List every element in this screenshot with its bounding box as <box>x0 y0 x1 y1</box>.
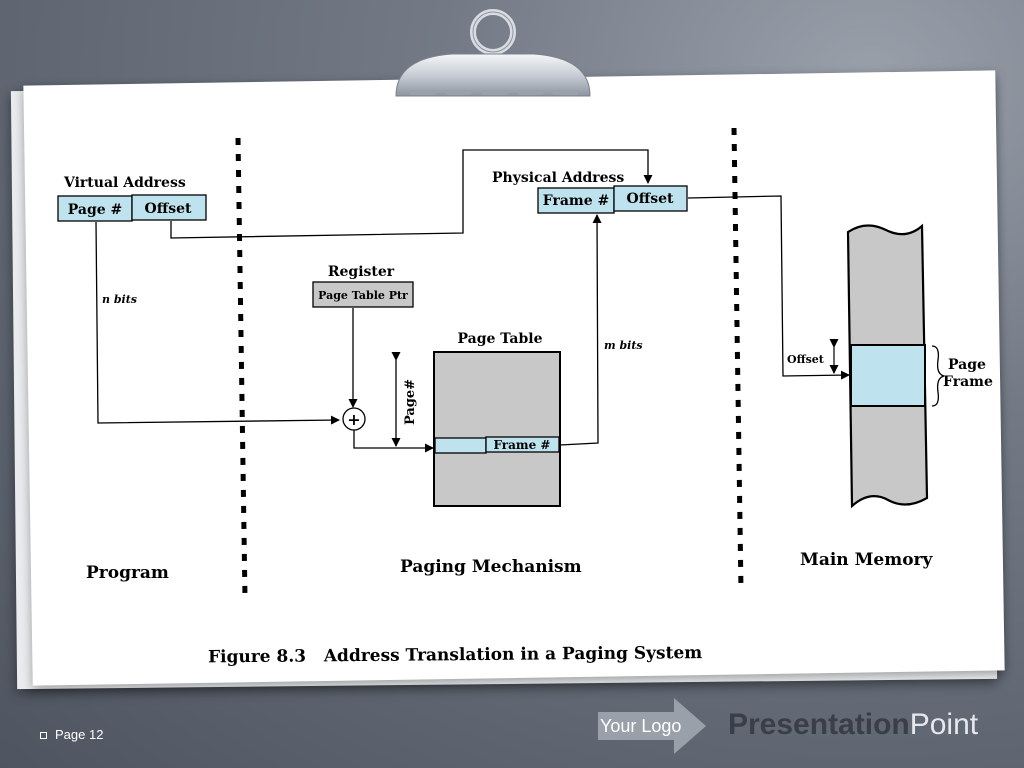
virtual-address-title: Virtual Address <box>63 175 186 191</box>
brand-bold: Presentation <box>728 708 910 741</box>
page-number-route-arrow <box>95 221 340 425</box>
physical-offset-box <box>613 185 688 212</box>
logo-arrow-icon <box>598 698 706 754</box>
page-number-text: Page 12 <box>55 727 104 742</box>
n-bits-label: n bits <box>102 293 137 306</box>
section-program: Program <box>86 563 169 583</box>
page-number: Page 12 <box>40 727 103 742</box>
bullet-icon <box>40 732 47 740</box>
virtual-offset-field: Offset <box>145 201 192 217</box>
page-index-label: Page# <box>403 379 418 425</box>
virtual-page-field: Page # <box>68 202 123 218</box>
register-field: Page Table Ptr <box>318 289 408 302</box>
frame-route-arrow <box>559 214 602 446</box>
memory-offset-label: Offset <box>787 353 825 366</box>
physical-frame-field: Frame # <box>543 193 609 209</box>
physical-to-memory-arrow <box>687 195 850 380</box>
figure-caption: Figure 8.3 Address Translation in a Pagi… <box>208 643 702 667</box>
page-frame-block <box>850 344 926 407</box>
adder-to-table-arrow <box>353 430 434 453</box>
physical-offset-field: Offset <box>627 191 674 207</box>
page-frame-label-line1: Page <box>948 357 986 373</box>
page-table-entry-right <box>485 436 560 453</box>
brand-wordmark: PresentationPoint <box>728 708 978 742</box>
offset-route-arrow <box>170 149 653 239</box>
brand-light: Point <box>909 708 979 741</box>
m-bits-label: m bits <box>604 339 643 352</box>
physical-address-title: Physical Address <box>492 170 624 186</box>
virtual-address-box <box>57 194 207 222</box>
section-paging-mechanism: Paging Mechanism <box>400 557 582 577</box>
page-frame-brace <box>931 345 945 407</box>
paper-clip-icon <box>395 9 591 97</box>
page-table-box <box>433 351 561 507</box>
page-table-frame-label: Frame # <box>494 438 551 452</box>
register-title: Register <box>328 264 395 280</box>
adder-symbol: + <box>347 410 360 429</box>
separator-right <box>731 127 744 591</box>
separator-left <box>235 137 248 599</box>
logo-placeholder[interactable]: Your Logo <box>600 716 682 736</box>
page-table-title: Page Table <box>458 331 543 347</box>
register-box <box>312 281 414 308</box>
section-main-memory: Main Memory <box>800 550 933 570</box>
page-frame-label-line2: Frame <box>943 374 993 390</box>
page-table-entry-left <box>434 437 487 454</box>
physical-frame-box <box>537 187 615 214</box>
